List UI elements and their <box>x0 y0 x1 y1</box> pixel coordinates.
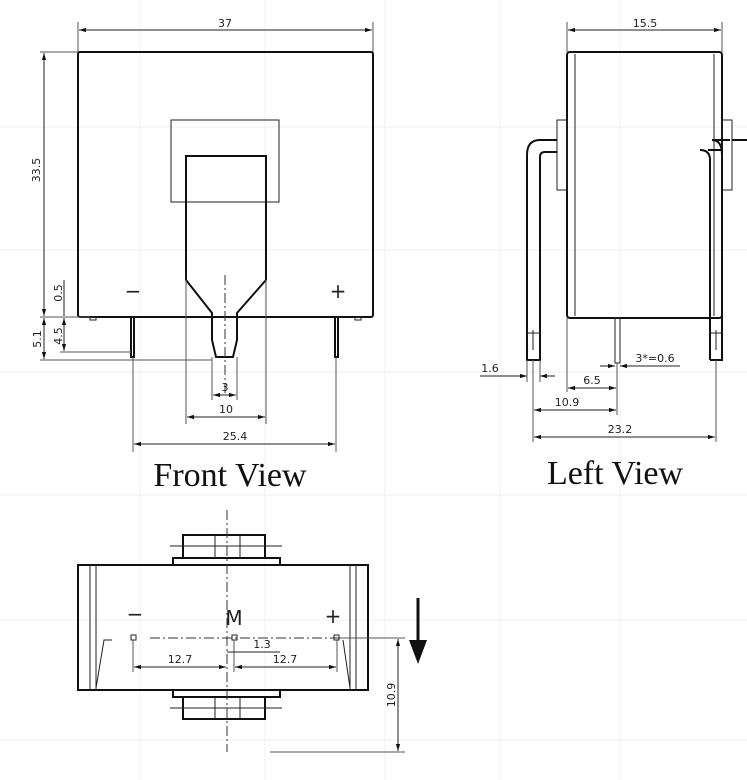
front-view-title: Front View <box>153 457 307 494</box>
minus-terminal-label: − <box>127 602 144 626</box>
dim-height: 33.5 <box>30 158 43 183</box>
left-view: 15.5 1.6 3*=0.6 6.5 10.9 23.2 Left View <box>480 17 747 492</box>
dim-offset: 6.5 <box>583 374 601 387</box>
dim-depth: 15.5 <box>633 17 658 30</box>
plus-terminal-label: + <box>325 604 342 628</box>
dim-gap: 0.5 <box>52 284 65 302</box>
dim-left-pitch: 12.7 <box>168 653 193 666</box>
dim-lead: 1.6 <box>481 362 499 375</box>
marker-label: M <box>225 606 242 630</box>
dim-bar-length: 5.1 <box>31 330 44 348</box>
dim-offset: 1.3 <box>253 638 271 651</box>
front-view: − + 37 33.5 0.5 4.5 5.1 3 10 25.4 Front … <box>30 17 374 494</box>
bottom-view: − + M 12.7 12.7 1.3 10.9 <box>77 510 427 753</box>
dim-width: 37 <box>218 17 232 30</box>
dim-span: 23.2 <box>608 423 633 436</box>
left-view-title: Left View <box>547 455 684 492</box>
minus-terminal-label: − <box>125 279 142 303</box>
dim-pin-pitch: 25.4 <box>223 430 248 443</box>
dim-bar-width: 10 <box>219 403 233 416</box>
plus-terminal-label: + <box>330 279 347 303</box>
dim-depth: 10.9 <box>385 683 398 708</box>
arrow-down-icon <box>409 598 427 664</box>
dim-pin: 3*=0.6 <box>635 352 674 365</box>
dim-pin-length: 4.5 <box>52 327 65 345</box>
dim-bar-tip: 3 <box>222 381 229 394</box>
dim-center: 10.9 <box>555 396 580 409</box>
dim-right-pitch: 12.7 <box>273 653 298 666</box>
